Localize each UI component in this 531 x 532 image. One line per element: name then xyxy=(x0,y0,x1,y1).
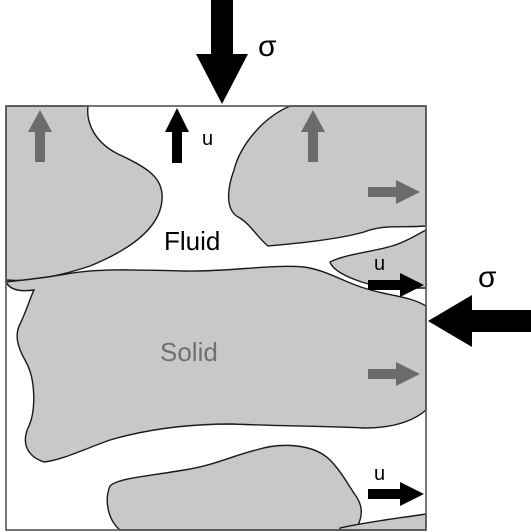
fluid-label: Fluid xyxy=(164,226,220,256)
gray-arrows xyxy=(28,110,420,386)
gray-arrow-right-middle xyxy=(368,362,420,386)
stress-arrows xyxy=(196,0,531,347)
gray-arrow-up-right xyxy=(301,110,325,162)
displacement-label-top: u xyxy=(202,128,213,150)
displacement-label-mid-right: u xyxy=(374,253,385,275)
stress-arrow-top xyxy=(196,0,248,104)
stress-arrow-right xyxy=(428,295,531,347)
solid-label: Solid xyxy=(160,337,218,367)
stress-label-top: σ xyxy=(258,30,277,63)
grain-central xyxy=(4,265,427,463)
gray-arrow-up-left xyxy=(28,110,52,162)
domain-boundary xyxy=(5,105,427,531)
black-arrow-right-u-bottom xyxy=(368,482,424,506)
grain-top-left xyxy=(5,105,163,282)
black-arrow-up-u xyxy=(165,108,189,163)
gray-arrow-right-top xyxy=(368,180,420,204)
grain-top-right xyxy=(227,105,427,247)
solid-grains xyxy=(4,105,427,531)
displacement-label-bottom-right: u xyxy=(374,463,385,485)
black-arrow-right-u-middle xyxy=(368,273,424,297)
stress-label-right: σ xyxy=(478,261,497,294)
grain-bottom xyxy=(106,444,362,531)
black-arrows xyxy=(165,108,424,506)
